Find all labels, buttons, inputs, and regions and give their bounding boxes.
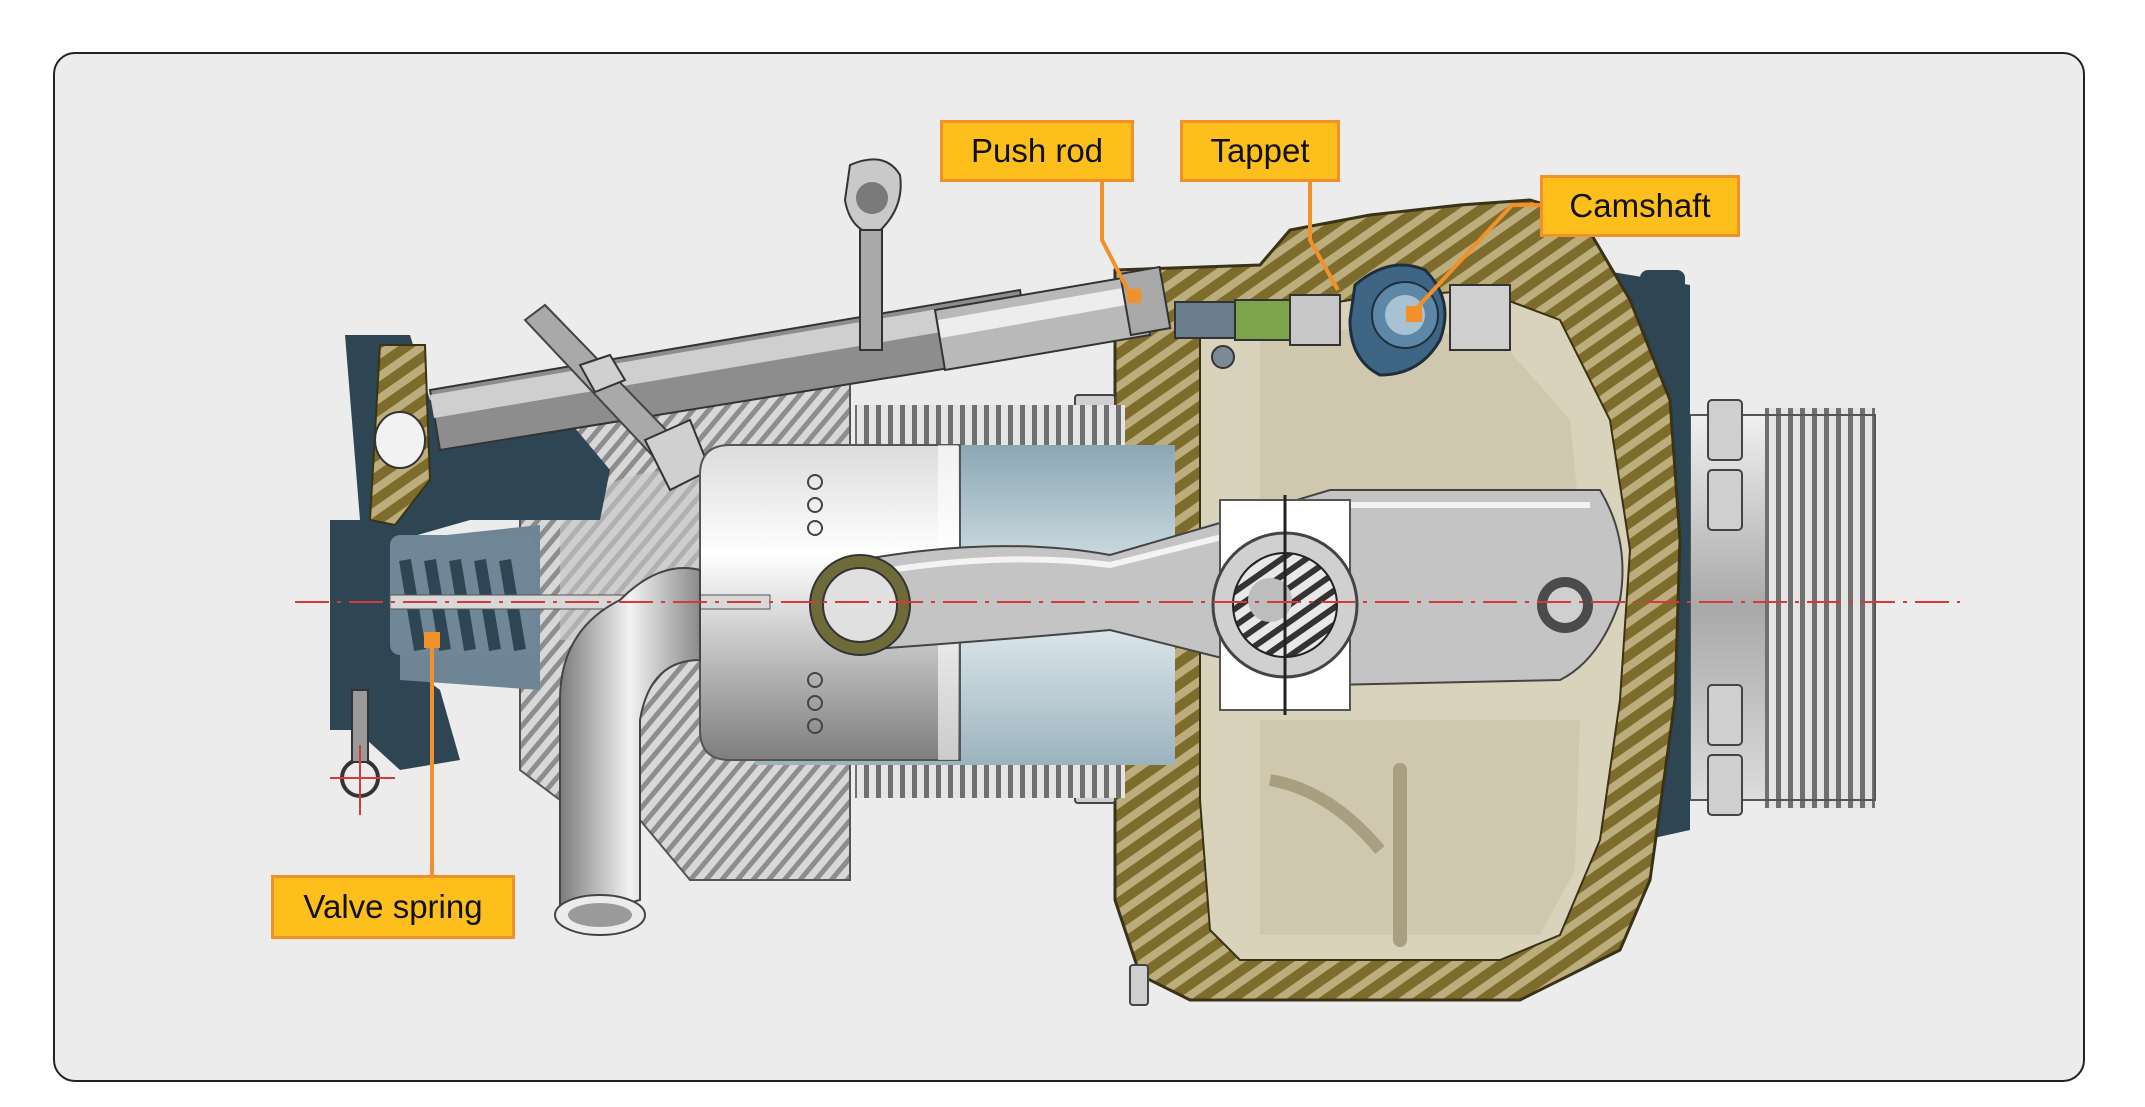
callout-camshaft: Camshaft [1540, 175, 1740, 237]
leader-markers [424, 289, 1422, 648]
push-rod-tube [933, 265, 1172, 372]
crankcase [1113, 198, 1682, 1002]
pulley [1689, 408, 1876, 808]
leader-lines [430, 180, 1540, 878]
camshaft-lobe [1348, 263, 1511, 377]
lifting-eye [843, 158, 902, 351]
exhaust-pipe [554, 567, 701, 936]
callout-tappet: Tappet [1180, 120, 1340, 182]
callout-push-rod: Push rod [940, 120, 1134, 182]
spark-plug-lead [523, 303, 712, 492]
cylinder-fins [855, 405, 1125, 798]
crank-bearing [1211, 495, 1359, 715]
callout-valve-spring: Valve spring [271, 875, 515, 939]
rear-fitting [1640, 270, 1685, 350]
tappet-assembly [1174, 294, 1341, 369]
